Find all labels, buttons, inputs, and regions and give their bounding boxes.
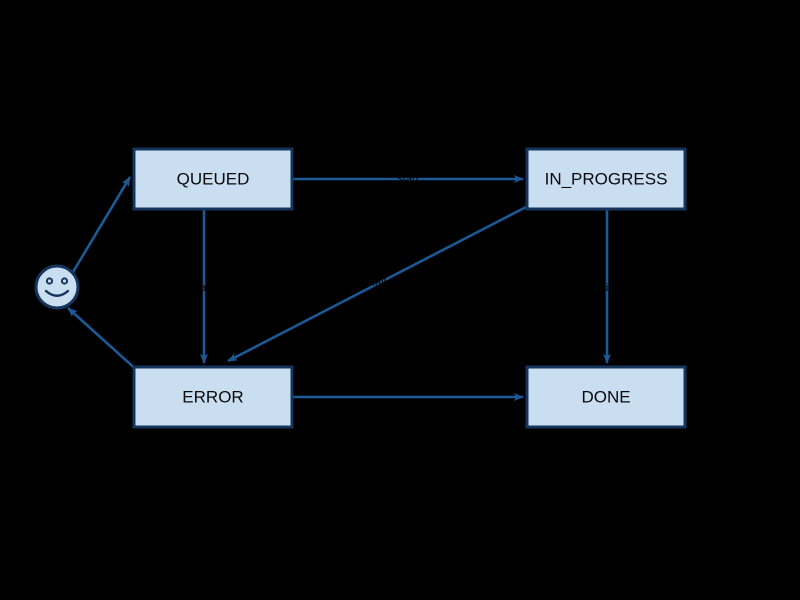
edge-in-progress-to-error-line bbox=[227, 204, 529, 363]
state-node-in-progress-rect[interactable] bbox=[525, 147, 687, 211]
edge-queued-to-error: fail bbox=[197, 209, 211, 364]
state-node-queued-rect[interactable] bbox=[132, 147, 294, 211]
edge-label-in-progress-to-done: finish bbox=[594, 282, 620, 294]
edge-error-to-start-line bbox=[67, 307, 140, 373]
edge-start-to-queued bbox=[71, 176, 132, 273]
edge-in-progress-to-error: fail bbox=[227, 204, 529, 363]
state-node-done[interactable]: DONE bbox=[525, 365, 687, 429]
edge-in-progress-to-done: finish bbox=[594, 209, 620, 364]
smiley-mouth-icon bbox=[44, 289, 70, 297]
state-node-in-progress-label: IN_PROGRESS bbox=[545, 169, 668, 188]
edge-error-to-start bbox=[67, 307, 140, 373]
edge-label-queued-to-error: fail bbox=[197, 282, 211, 294]
edge-queued-to-in-progress: start bbox=[292, 173, 524, 185]
state-node-in-progress[interactable]: IN_PROGRESS bbox=[525, 147, 687, 211]
smiley-right-eye-icon bbox=[60, 277, 69, 285]
state-node-done-rect[interactable] bbox=[525, 365, 687, 429]
smiley-left-eye-icon bbox=[45, 277, 54, 285]
state-node-error[interactable]: ERROR bbox=[132, 365, 294, 429]
state-node-done-label: DONE bbox=[581, 387, 630, 406]
state-node-queued-label: QUEUED bbox=[177, 169, 250, 188]
smiley-face-icon[interactable] bbox=[34, 264, 80, 310]
state-node-error-rect[interactable] bbox=[132, 365, 294, 429]
edge-label-in-progress-to-error: fail bbox=[372, 277, 386, 289]
edge-label-queued-to-in-progress: start bbox=[397, 173, 418, 185]
state-node-error-label: ERROR bbox=[182, 387, 243, 406]
edge-start-to-queued-line bbox=[71, 176, 132, 273]
state-node-queued[interactable]: QUEUED bbox=[132, 147, 294, 211]
start-node[interactable] bbox=[34, 264, 80, 310]
